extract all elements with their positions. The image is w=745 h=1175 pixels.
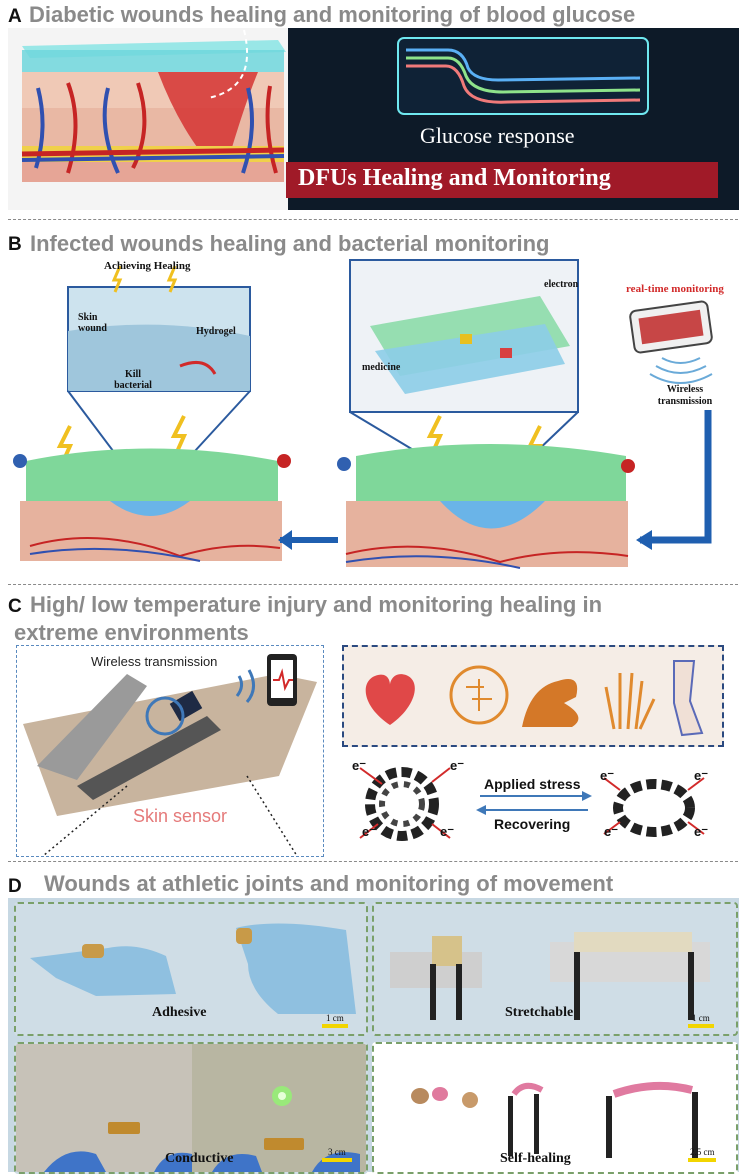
wireless-transmission-label: Wireless transmission: [657, 384, 713, 407]
self-healing-illustration: [411, 1081, 698, 1158]
panel-c-letter: C: [8, 596, 22, 617]
conductive-illustration: [16, 1044, 366, 1172]
conductive-label: Conductive: [165, 1151, 234, 1166]
stretchable-scale-bar: [688, 1024, 714, 1028]
conductive-photo: [14, 1042, 368, 1174]
panel-b-title: Infected wounds healing and bacterial mo…: [30, 231, 550, 256]
electron-c-4: e⁻: [440, 824, 455, 839]
panel-d-title: Wounds at athletic joints and monitoring…: [44, 871, 614, 896]
panel-a-title: Diabetic wounds healing and monitoring o…: [29, 2, 636, 27]
panel-c-title-line1: High/ low temperature injury and monitor…: [30, 592, 603, 617]
stress-diagram: e⁻ e⁻ e⁻ e⁻ e⁻ e⁻ e⁻ e⁻ Applied stress R…: [342, 750, 720, 854]
medicine-label: medicine: [362, 362, 401, 373]
adhesive-scale-text: 1 cm: [326, 1013, 344, 1023]
stretchable-label: Stretchable: [505, 1005, 574, 1020]
compressed-network-icon: [613, 779, 695, 837]
leg-icon: [673, 660, 704, 737]
adhesive-scale-bar: [322, 1024, 348, 1028]
self-healing-scale-bar: [688, 1158, 716, 1162]
electron-c-7: e⁻: [604, 824, 619, 839]
electron-c-3: e⁻: [362, 824, 377, 839]
skin-sensor-label: Skin sensor: [133, 806, 228, 826]
realtime-monitoring-label: real-time monitoring: [626, 283, 724, 295]
divider-a-b: [8, 219, 738, 220]
panel-d-letter: D: [8, 876, 22, 897]
electron-c-5: e⁻: [600, 768, 615, 783]
divider-b-c: [8, 584, 738, 585]
panel-b-image: Achieving Healing Skin wound Hydrogel Ki…: [0, 256, 745, 580]
relaxed-network-icon: [365, 767, 439, 841]
hydrogel-label: Hydrogel: [196, 326, 236, 337]
electron-c-8: e⁻: [694, 824, 709, 839]
adhesive-illustration: [30, 923, 356, 1014]
divider-c-d: [8, 861, 738, 862]
skin-wound-label: Skin wound: [78, 312, 107, 334]
dfus-banner-label: DFUs Healing and Monitoring: [298, 165, 611, 191]
glucose-response-label: Glucose response: [420, 123, 575, 148]
stretchable-illustration: [390, 932, 710, 1020]
electron-c-2: e⁻: [450, 758, 465, 773]
panel-a-letter: A: [8, 6, 22, 27]
electron-c-6: e⁻: [694, 768, 709, 783]
body-icons-illustration: [365, 660, 704, 737]
body-icons-box: [342, 645, 724, 747]
self-healing-label: Self-healing: [500, 1151, 571, 1166]
conductive-scale-bar: [322, 1158, 352, 1162]
panel-c-title-line2: extreme environments: [14, 620, 249, 645]
heart-icon: [365, 674, 415, 725]
conductive-scale-text: 3 cm: [328, 1147, 346, 1157]
electron-c-1: e⁻: [352, 758, 367, 773]
self-healing-photo: [372, 1042, 738, 1174]
applied-stress-label: Applied stress: [484, 776, 581, 792]
adhesive-label: Adhesive: [152, 1005, 207, 1020]
achieving-healing-label: Achieving Healing: [104, 260, 191, 272]
panel-c-sensor-illustration: [23, 654, 317, 857]
adhesive-photo: [14, 902, 368, 1036]
stretchable-photo: [372, 902, 738, 1036]
recovering-label: Recovering: [494, 816, 571, 832]
self-healing-scale-text: 2.5 cm: [690, 1147, 715, 1157]
muscle-arm-icon: [522, 679, 579, 727]
panel-a-illustration: [8, 28, 718, 210]
stress-illustration: [359, 767, 705, 841]
panel-b-letter: B: [8, 234, 22, 255]
panel-a-image: Glucose response DFUs Healing and Monito…: [8, 28, 739, 210]
electron-label: electron: [544, 279, 579, 290]
brain-icon: [449, 665, 509, 725]
wireless-transmission-c-label: Wireless transmission: [91, 654, 218, 669]
panel-b-illustration: [13, 259, 713, 569]
kill-bacterial-label: Kill bacterial: [114, 369, 152, 391]
hand-icon: [604, 672, 656, 730]
panel-c-sensor-image: Wireless transmission Skin sensor: [16, 645, 324, 857]
stretchable-scale-text: 1 cm: [692, 1013, 710, 1023]
